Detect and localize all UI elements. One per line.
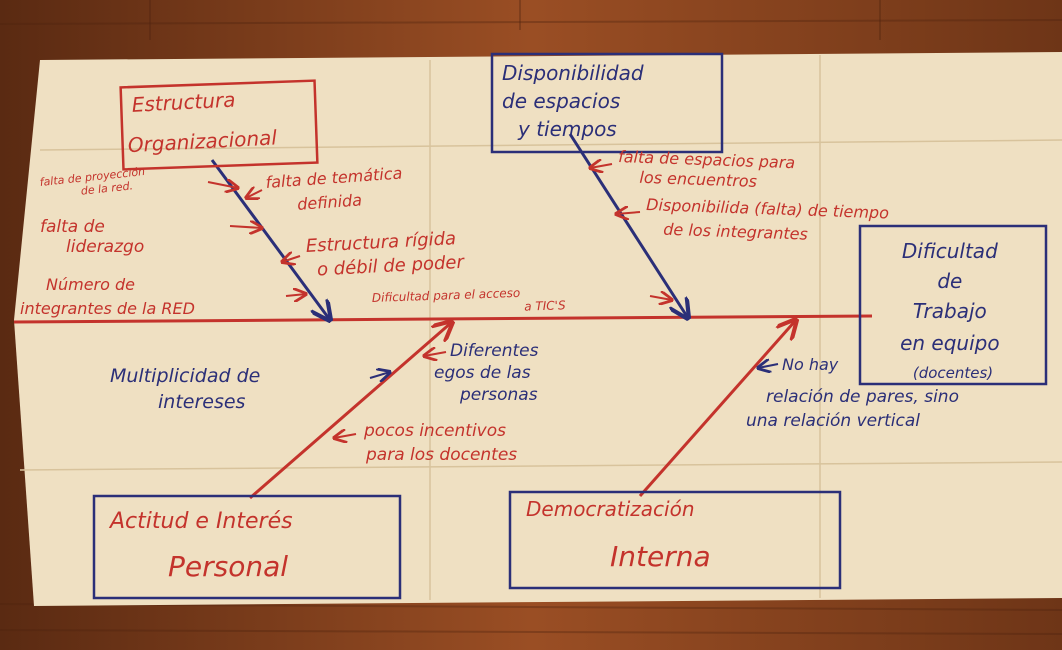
label-actitud: Actitud e Interés Personal bbox=[108, 509, 300, 583]
box-effect bbox=[858, 224, 1048, 386]
bone-actitud bbox=[249, 322, 452, 500]
label-democratizacion: Democratización Interna bbox=[526, 497, 711, 573]
arrow-liderazgo bbox=[229, 226, 262, 228]
cause-liderazgo: falta de liderazgo bbox=[40, 217, 144, 257]
box-disponibilidad bbox=[490, 52, 724, 154]
cause-nohay: No hay relación de pares, sino una relac… bbox=[746, 355, 964, 431]
box-actitud bbox=[92, 494, 402, 600]
paper-folds bbox=[19, 55, 1062, 600]
cause-multiplicidad: Multiplicidad de intereses bbox=[110, 365, 266, 413]
box-democratizacion bbox=[508, 490, 842, 590]
arrow-numero bbox=[285, 294, 306, 296]
cause-incentivos: pocos incentivos para los docentes bbox=[363, 421, 517, 465]
arrow-tematica bbox=[246, 190, 263, 198]
cause-egos: Diferentes egos de las personas bbox=[434, 341, 544, 405]
arrow-rigida bbox=[282, 256, 301, 262]
label-effect: Dificultad de Trabajo en equipo (docente… bbox=[900, 239, 1006, 382]
box-estructura bbox=[119, 79, 319, 171]
arrow-multiplicidad bbox=[369, 372, 390, 378]
bone-democratizacion bbox=[638, 320, 796, 497]
arrow-tics bbox=[649, 296, 672, 300]
arrow-incentivos bbox=[334, 434, 357, 438]
arrow-egos bbox=[424, 352, 447, 356]
cause-espacios: falta de espacios para los encuentros bbox=[617, 147, 800, 192]
cause-numero: Número de integrantes de la RED bbox=[20, 275, 195, 318]
arrow-nohay bbox=[758, 364, 779, 368]
cause-tics: Dificultad para el acceso a TIC'S bbox=[372, 284, 567, 319]
label-disponibilidad: Disponibilidad de espacios y tiempos bbox=[502, 61, 650, 141]
arrow-tiempo bbox=[616, 212, 641, 214]
wood-grain bbox=[0, 0, 1062, 635]
arrow-espacios bbox=[590, 164, 613, 168]
arrow-proyeccion bbox=[207, 182, 238, 188]
